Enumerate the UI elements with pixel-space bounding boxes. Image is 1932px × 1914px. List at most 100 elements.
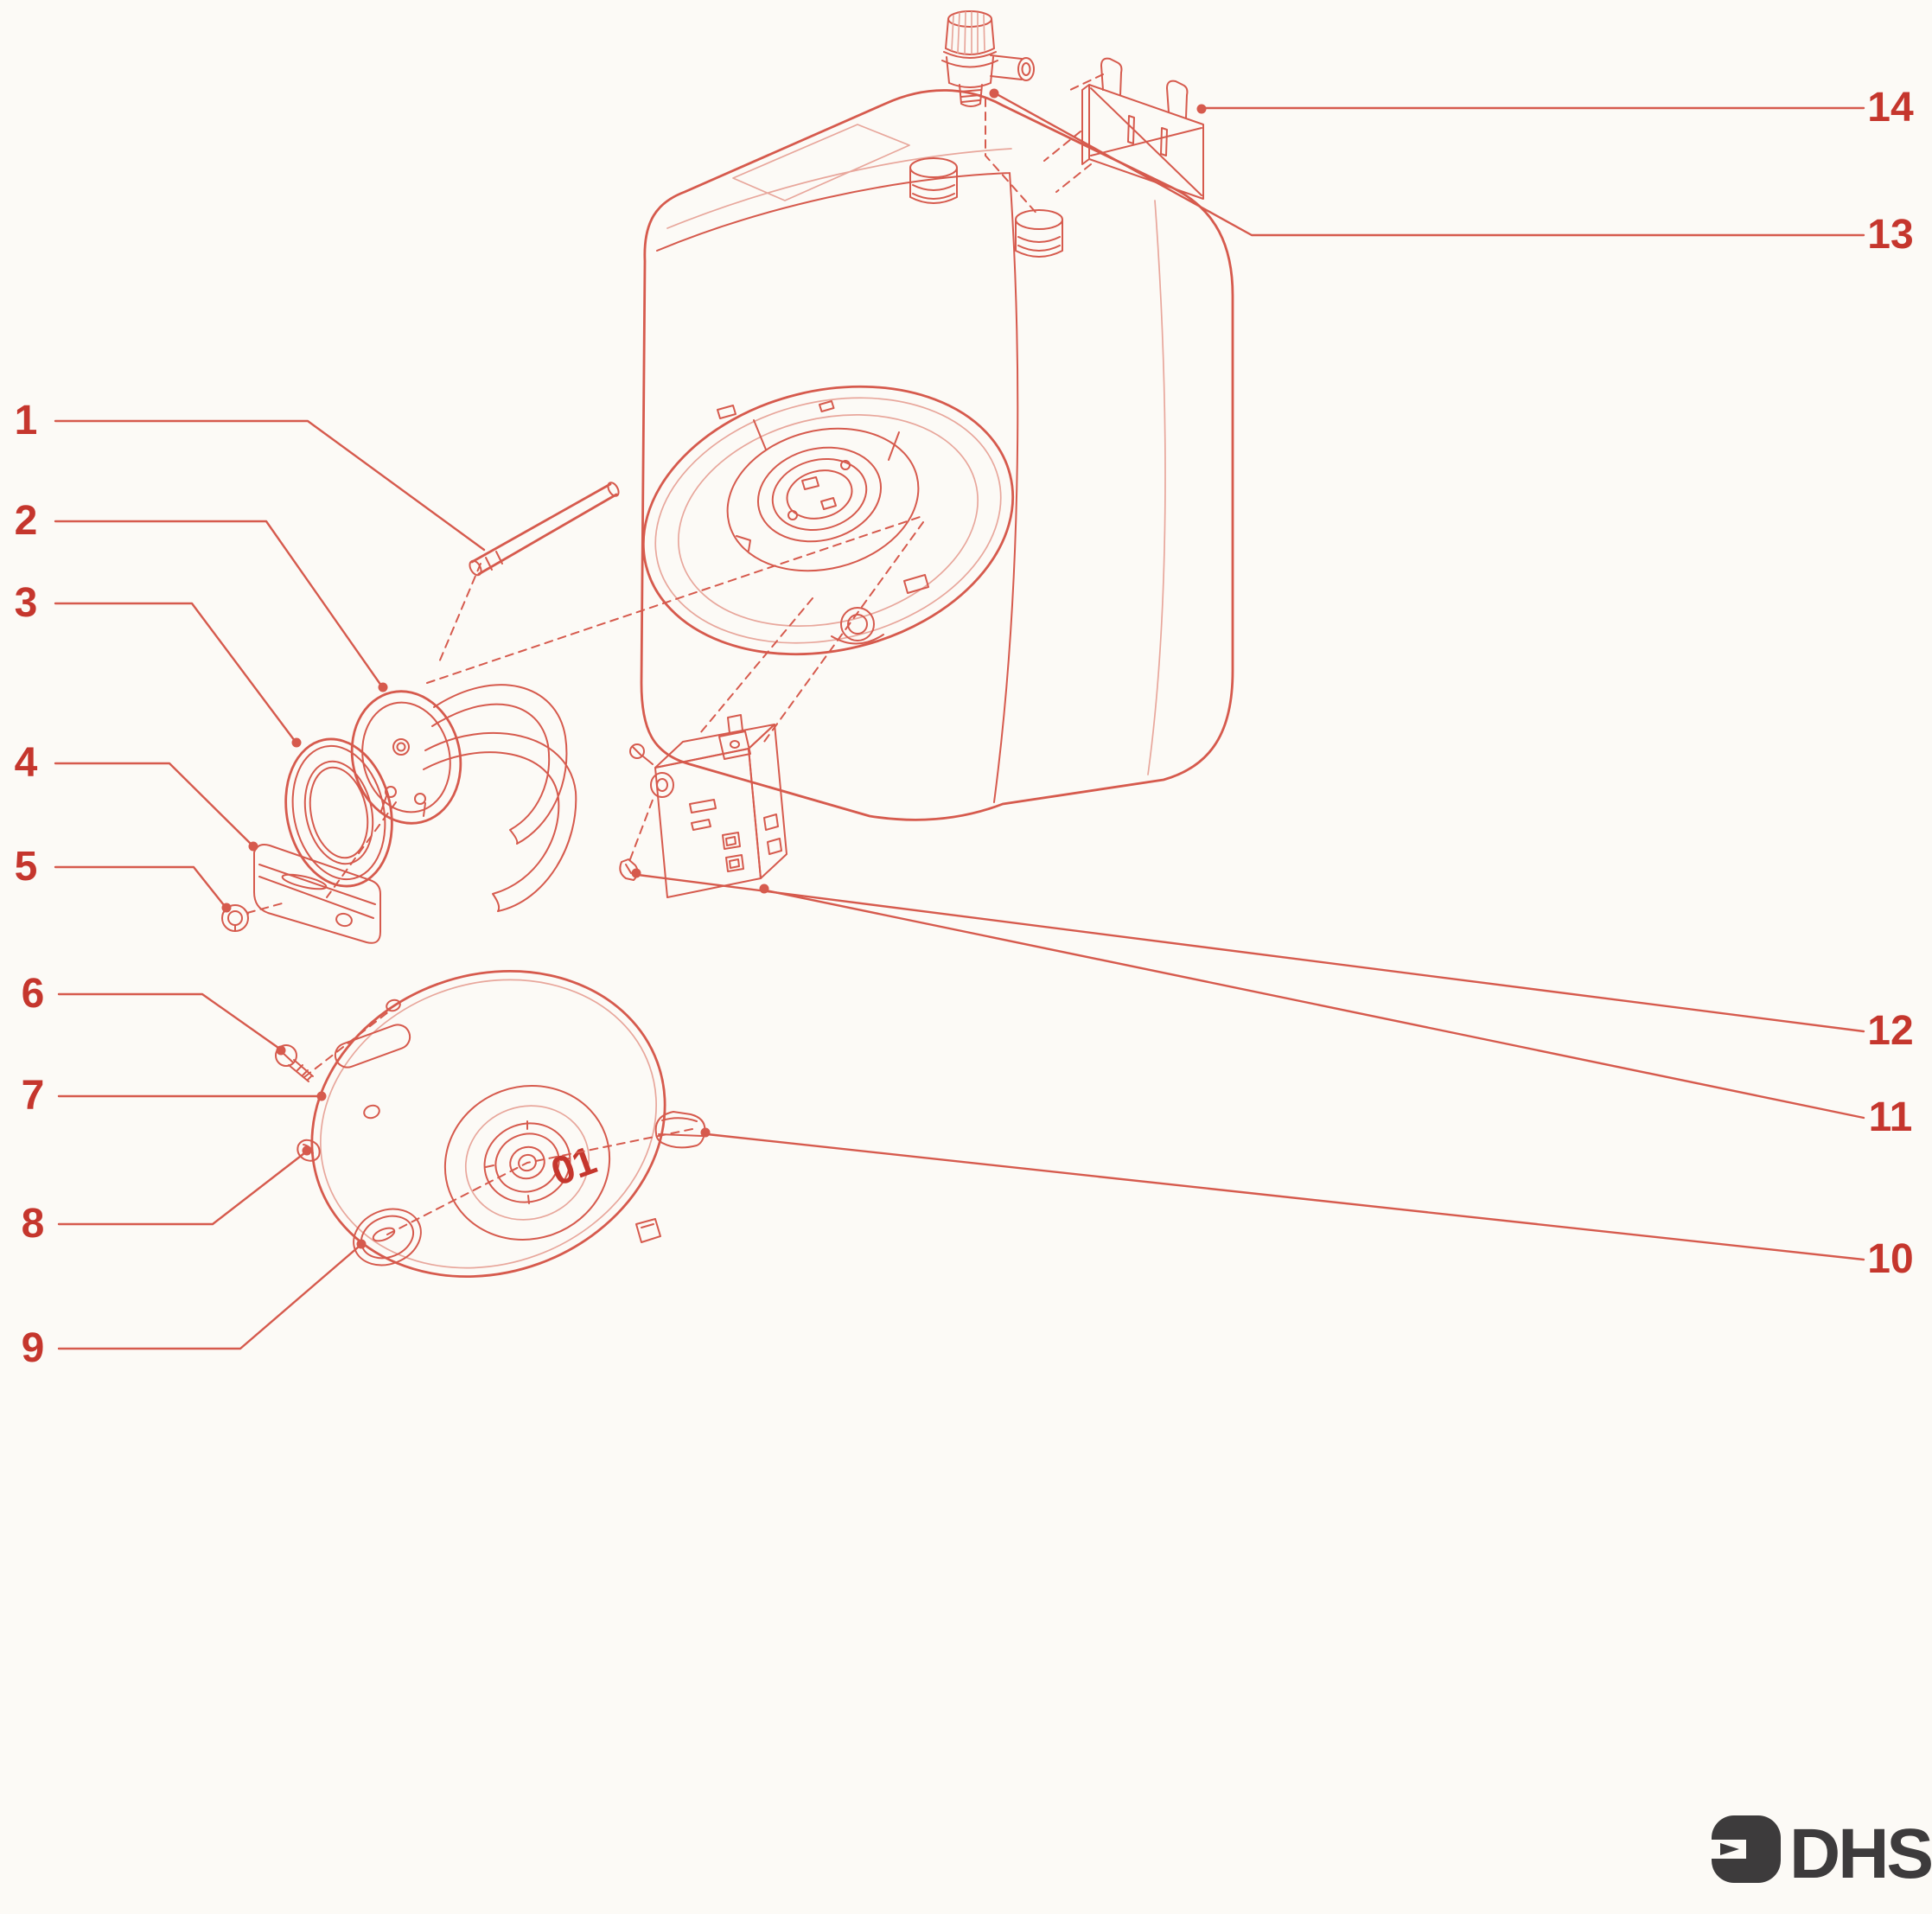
part-label-11: 11 (1869, 1094, 1913, 1140)
anode-tube (469, 482, 620, 577)
thermostat-shaft (650, 772, 674, 798)
bracket-leader-dot (1196, 104, 1207, 114)
part-label-3: 3 (15, 580, 38, 626)
part-label-5: 5 (15, 844, 38, 890)
part-label-1: 1 (15, 398, 38, 443)
cover-knob-hub (509, 1145, 545, 1180)
tank-front-creases (656, 172, 1019, 803)
tank-recess-tabs (717, 400, 929, 594)
inlet-fitting-body (909, 167, 958, 204)
tank-boss-outer (840, 607, 875, 641)
gasket-outer-rim (291, 744, 386, 881)
outlet-fitting-body (1015, 219, 1063, 258)
element-terminal-pins (380, 795, 426, 817)
thermostat-side (748, 724, 787, 879)
heating-element (350, 684, 577, 912)
leader-line-5 (54, 865, 226, 907)
part-label-13: 13 (1867, 212, 1913, 258)
tank-recess-floor (678, 413, 979, 628)
thermostat-assembly-dashes (629, 521, 924, 860)
valve-cap-sides (945, 18, 995, 55)
cover-dial-ticks (485, 1120, 570, 1204)
element-loops (423, 684, 577, 912)
valve-cap-knurling (951, 11, 985, 54)
safety-valve (941, 10, 1040, 217)
anode-tube-top-cap (607, 482, 620, 497)
tank-boss-mound (831, 634, 884, 645)
leader-line-10 (705, 1132, 1865, 1261)
part-label-14: 14 (1867, 85, 1914, 131)
bracket-plate (1081, 84, 1204, 200)
gasket-outer (284, 737, 393, 888)
cover-hole-top (386, 998, 401, 1012)
valve-inlet-stub (959, 84, 983, 107)
cover-vent-slot (334, 1024, 411, 1069)
element-center-stud-inner (396, 742, 406, 752)
tank-flange-plateau (726, 427, 920, 572)
flange-bracket-creases (258, 864, 376, 919)
cover-outline (310, 970, 666, 1278)
leader-line-3 (54, 602, 296, 743)
thermostat (619, 521, 924, 898)
oval-cap (353, 1208, 422, 1266)
element-terminal-left (385, 786, 397, 798)
nut-inner (227, 910, 243, 926)
gasket-inner (303, 760, 374, 865)
thermostat-screw-head (629, 743, 645, 759)
leader-dot-7 (316, 1091, 327, 1101)
thermostat-front (654, 748, 762, 898)
knob-detail (658, 1117, 704, 1137)
valve-outlet (990, 54, 1023, 80)
anode-tube-sides (470, 482, 618, 576)
flange-bracket-slot (281, 873, 328, 890)
leader-line-12 (636, 873, 1865, 1033)
cover-knob-hub-inner (518, 1153, 537, 1172)
valve-body (941, 51, 998, 88)
element-flange-inner (361, 701, 451, 813)
part-label-12: 12 (1867, 1008, 1913, 1054)
part-label-2: 2 (15, 498, 38, 544)
cover-assembly-dash (303, 1011, 698, 1235)
outlet-fitting-top (1015, 209, 1063, 230)
thermostat-clip (619, 858, 639, 881)
inlet-fitting-top (909, 157, 958, 178)
leader-line-9 (57, 1245, 360, 1350)
wall-bracket (1043, 57, 1207, 200)
flange-bracket-body (253, 844, 381, 944)
leader-line-1 (54, 419, 486, 552)
element-terminal-right (414, 793, 426, 805)
leader-dot-10 (700, 1127, 711, 1138)
brand-logo: DHS (1712, 1815, 1932, 1893)
tank-flange-opening-inner (786, 469, 853, 520)
front-cover: 01 (310, 970, 666, 1278)
leader-dot-4 (248, 841, 258, 852)
tank-outlet-fitting (1015, 209, 1063, 258)
bracket-hooks (1100, 57, 1189, 118)
part-label-6: 6 (22, 971, 45, 1017)
oval-cap-outer (353, 1208, 422, 1266)
flange-bracket (253, 844, 381, 944)
leader-dot-2 (378, 682, 388, 692)
tank-boss-inner (847, 614, 868, 635)
brand-logo-text: DHS (1789, 1815, 1931, 1893)
part-label-9: 9 (22, 1325, 45, 1371)
thermostat-bracket-hole (730, 740, 740, 749)
leader-dot-9 (356, 1239, 367, 1249)
leader-line-13 (997, 93, 1865, 237)
leader-line-6 (57, 992, 280, 1050)
thermostat-top (654, 724, 775, 769)
tank-body (640, 89, 1234, 821)
bracket-cross (1090, 87, 1202, 196)
cover-knob-ring-inner (494, 1132, 560, 1193)
gasket-ring (284, 737, 393, 888)
leader-line-11 (764, 889, 1865, 1120)
leader-line-4 (54, 762, 253, 846)
valve-outlet-face (1017, 57, 1035, 81)
valve-cap-top (947, 10, 992, 28)
dhs-logo-icon (1712, 1815, 1781, 1883)
anode-tube-bottom-cap (469, 559, 482, 577)
screw-head (275, 1044, 297, 1067)
cover-bottom-tab (635, 1218, 661, 1243)
leader-dot-3 (291, 737, 302, 748)
